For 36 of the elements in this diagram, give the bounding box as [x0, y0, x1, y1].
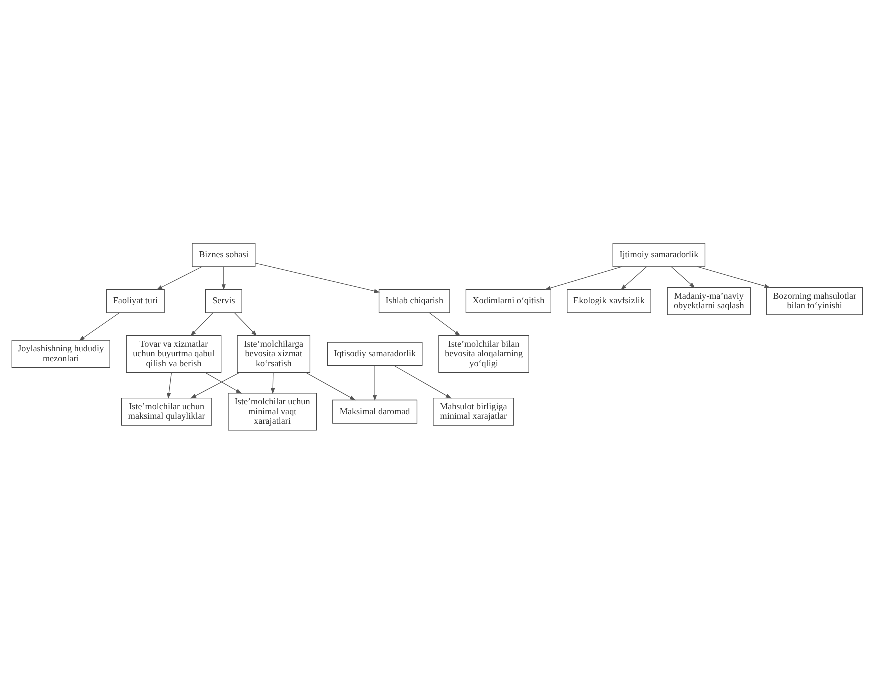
node-box: Xodimlarni o‘qitish: [466, 289, 552, 314]
node-box: Biznes sohasi: [192, 243, 256, 268]
arrow: [222, 266, 226, 290]
arrow: [190, 312, 214, 336]
arrow: [429, 312, 461, 336]
node-box: Iste’molchilar uchun minimal vaqt xarajatlari: [228, 393, 318, 431]
node-box: Maksimal daromad: [332, 400, 418, 424]
arrow: [697, 266, 771, 288]
node-box: Iste’molchilarga bevosita xizmat ko‘rsatish: [237, 335, 311, 373]
node-box: Ishlab chiqarish: [378, 289, 450, 314]
node-box: Servis: [205, 289, 242, 314]
arrow: [255, 262, 380, 294]
arrow: [545, 266, 622, 290]
node-box: Faoliyat turi: [106, 289, 165, 314]
node-box: Iste’molchilar uchun maksimal qulayliklar: [121, 398, 212, 426]
node-box: Madaniy-ma’naviy obyektlarni saqlash: [667, 287, 751, 316]
arrow: [79, 312, 120, 342]
arrow: [271, 372, 276, 394]
node-box: Ijtimoiy samaradorlik: [612, 243, 706, 268]
arrow: [671, 266, 696, 288]
arrow: [394, 366, 452, 399]
node-box: Tovar va xizmatlar uchun buyurtma qabul qilish va berish: [126, 335, 222, 373]
arrow: [156, 266, 202, 290]
node-box: Bozorning mahsulotlar bilan to‘yinishi: [766, 287, 864, 316]
node-box: Iqtisodiy samaradorlik: [327, 342, 423, 366]
node-box: Ekologik xavfsizlik: [567, 289, 652, 314]
arrow: [373, 366, 378, 402]
arrow: [167, 372, 172, 400]
node-box: Mahsulot birligiga minimal xarajatlar: [433, 398, 514, 426]
arrow: [190, 372, 240, 399]
arrow: [234, 312, 258, 336]
arrow: [620, 266, 648, 290]
node-box: Iste’molchilar bilan bevosita aloqalarning yo‘qligi: [438, 335, 530, 373]
arrow: [204, 372, 242, 394]
arrow: [306, 372, 356, 401]
node-box: Joylashishning hududiy mezonlari: [12, 340, 110, 368]
